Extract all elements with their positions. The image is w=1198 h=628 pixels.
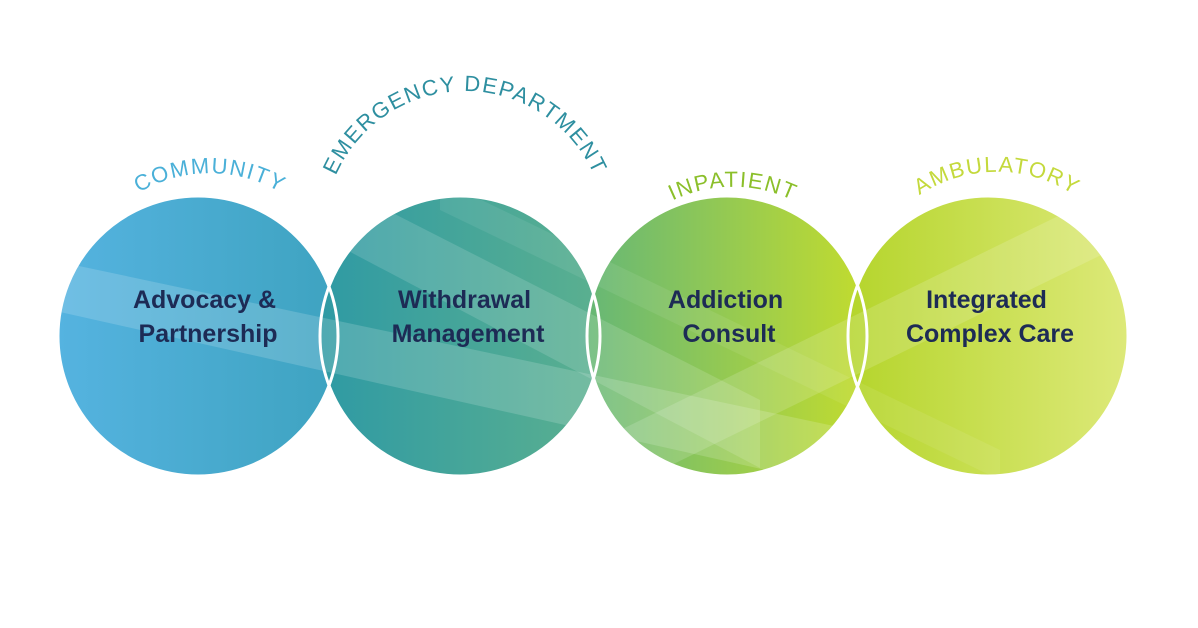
light-band [60,262,900,476]
service-label-inpatient: Addiction Consult [668,286,790,348]
circle-outlines [56,194,1130,478]
light-band [600,196,1128,476]
emergency-outline [318,194,602,478]
service-line-1: Advocacy & [133,286,276,314]
setting-label-ambulatory-text: AMBULATORY [909,152,1083,200]
setting-label-emergency-text: EMERGENCY DEPARTMENT [318,71,611,178]
setting-label-emergency: EMERGENCY DEPARTMENT [318,71,613,178]
service-line-2: Partnership [139,320,278,348]
ambulatory-outline [846,194,1130,478]
ambulatory-circle [848,196,1128,476]
light-band [320,196,760,468]
service-labels: Advocacy & Partnership Withdrawal Manage… [133,286,1074,348]
service-line-2: Consult [682,320,776,348]
community-outline [56,194,340,478]
service-line-2: Management [392,320,545,348]
service-line-1: Withdrawal [398,286,531,314]
service-line-1: Addiction [668,286,783,314]
inpatient-circle [587,196,867,476]
service-label-community: Advocacy & Partnership [133,286,283,348]
setting-label-community-text: COMMUNITY [130,153,289,197]
setting-label-ambulatory: AMBULATORY [909,152,1085,200]
service-line-1: Integrated [926,286,1047,314]
circle-fills [58,196,1128,476]
community-circle [58,196,338,476]
service-label-emergency: Withdrawal Management [392,286,545,348]
emergency-circle [320,196,600,476]
setting-label-community: COMMUNITY [130,153,291,197]
setting-labels: COMMUNITY EMERGENCY DEPARTMENT INPATIENT… [130,71,1085,205]
inpatient-outline [585,194,869,478]
service-label-ambulatory: Integrated Complex Care [906,286,1074,348]
service-line-2: Complex Care [906,320,1074,348]
